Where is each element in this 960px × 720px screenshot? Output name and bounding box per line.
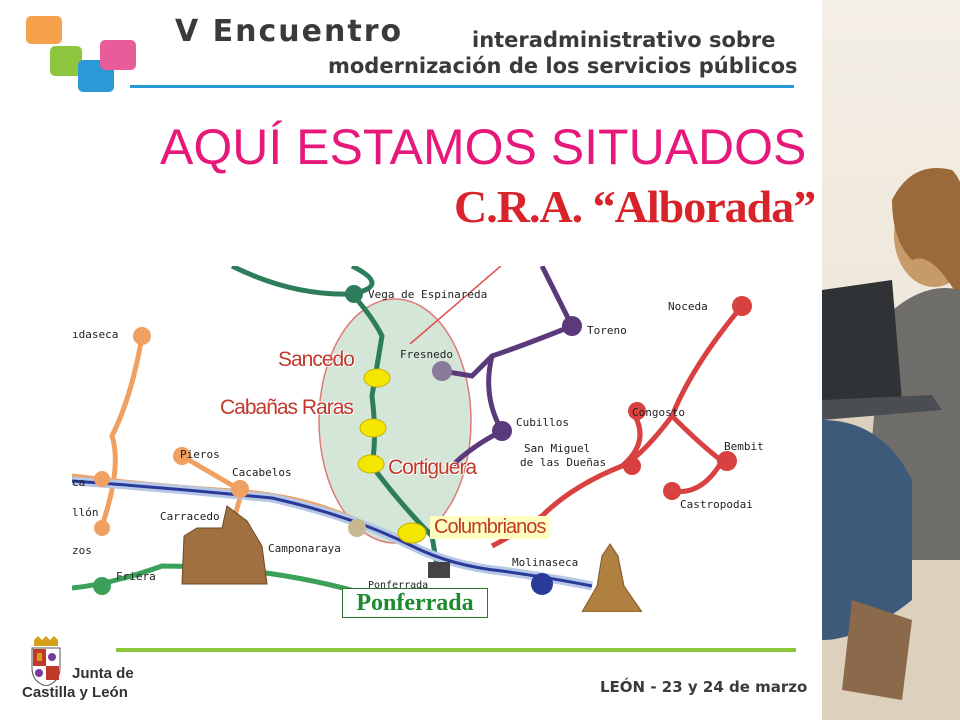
junta-name: Junta de [72,666,134,682]
label-ca: ca [72,476,86,489]
event-title: V Encuentro [175,14,404,49]
label-castropodai: Castropodai [680,498,753,511]
village-cortiguera: Cortiguera [388,456,477,479]
photo-illustration [822,168,960,720]
event-subtitle-line1: interadministrativo sobre [472,28,776,52]
event-logo [26,16,138,92]
label-cacabelos: Cacabelos [232,466,292,479]
coat-of-arms-icon [31,636,61,687]
ponferrada-label: Ponferrada [342,588,488,618]
map-routes [72,266,752,612]
cra-title: C.R.A. “Alborada” [454,181,816,232]
label-congosto: Congosto [632,406,685,419]
route-red-2 [670,414,726,495]
label-fresnedo: Fresnedo [400,348,453,361]
route-green-main [350,292,440,567]
label-noceda: Noceda [668,300,708,313]
cra-area-ellipse [318,298,472,544]
label-bembit: Bembit [724,440,764,453]
pointer-arrow [409,266,502,345]
label-camponaraya: Camponaraya [268,542,341,555]
region-map: Vega de Espinareda Fresnedo Toreno Noced… [72,266,768,612]
label-san-miguel-1: San Miguel [524,442,591,455]
label-friera: Friera [116,570,156,583]
label-toreno: Toreno [587,324,627,337]
junta-line1: Junta de [72,665,134,682]
label-vega: Vega de Espinareda [368,288,488,301]
label-ponferrada-small: Ponferrada [368,580,429,591]
logo-square-pink [100,40,136,70]
route-orange-1 [99,335,145,527]
label-molinaseca: Molinaseca [512,556,579,569]
village-columbrianos: Columbrianos [430,516,550,539]
village-sancedo: Sancedo [278,348,355,371]
label-san-miguel-2: de las Dueñas [520,456,607,469]
label-pieros: Pieros [180,448,220,461]
label-llon: llón [72,506,99,519]
decorative-photo [822,0,960,720]
event-subtitle-line2: modernización de los servicios públicos [328,54,798,78]
logo-square-green [50,46,82,76]
route-purple-1 [441,266,576,379]
junta-coat-of-arms [28,636,64,687]
village-cabanas-raras: Cabañas Raras [220,396,354,419]
label-idaseca: ıdaseca [72,328,119,341]
event-date: LEÓN - 23 y 24 de marzo [600,678,808,696]
slide-title: AQUÍ ESTAMOS SITUADOS [160,119,807,175]
label-zos: zos [72,544,92,557]
junta-line2: Castilla y León [22,684,128,701]
footer-divider [116,648,796,652]
label-cubillos: Cubillos [516,416,569,429]
route-blue-core [72,479,593,588]
header-divider [130,85,794,88]
logo-square-orange [26,16,62,44]
label-carracedo: Carracedo [160,510,220,523]
